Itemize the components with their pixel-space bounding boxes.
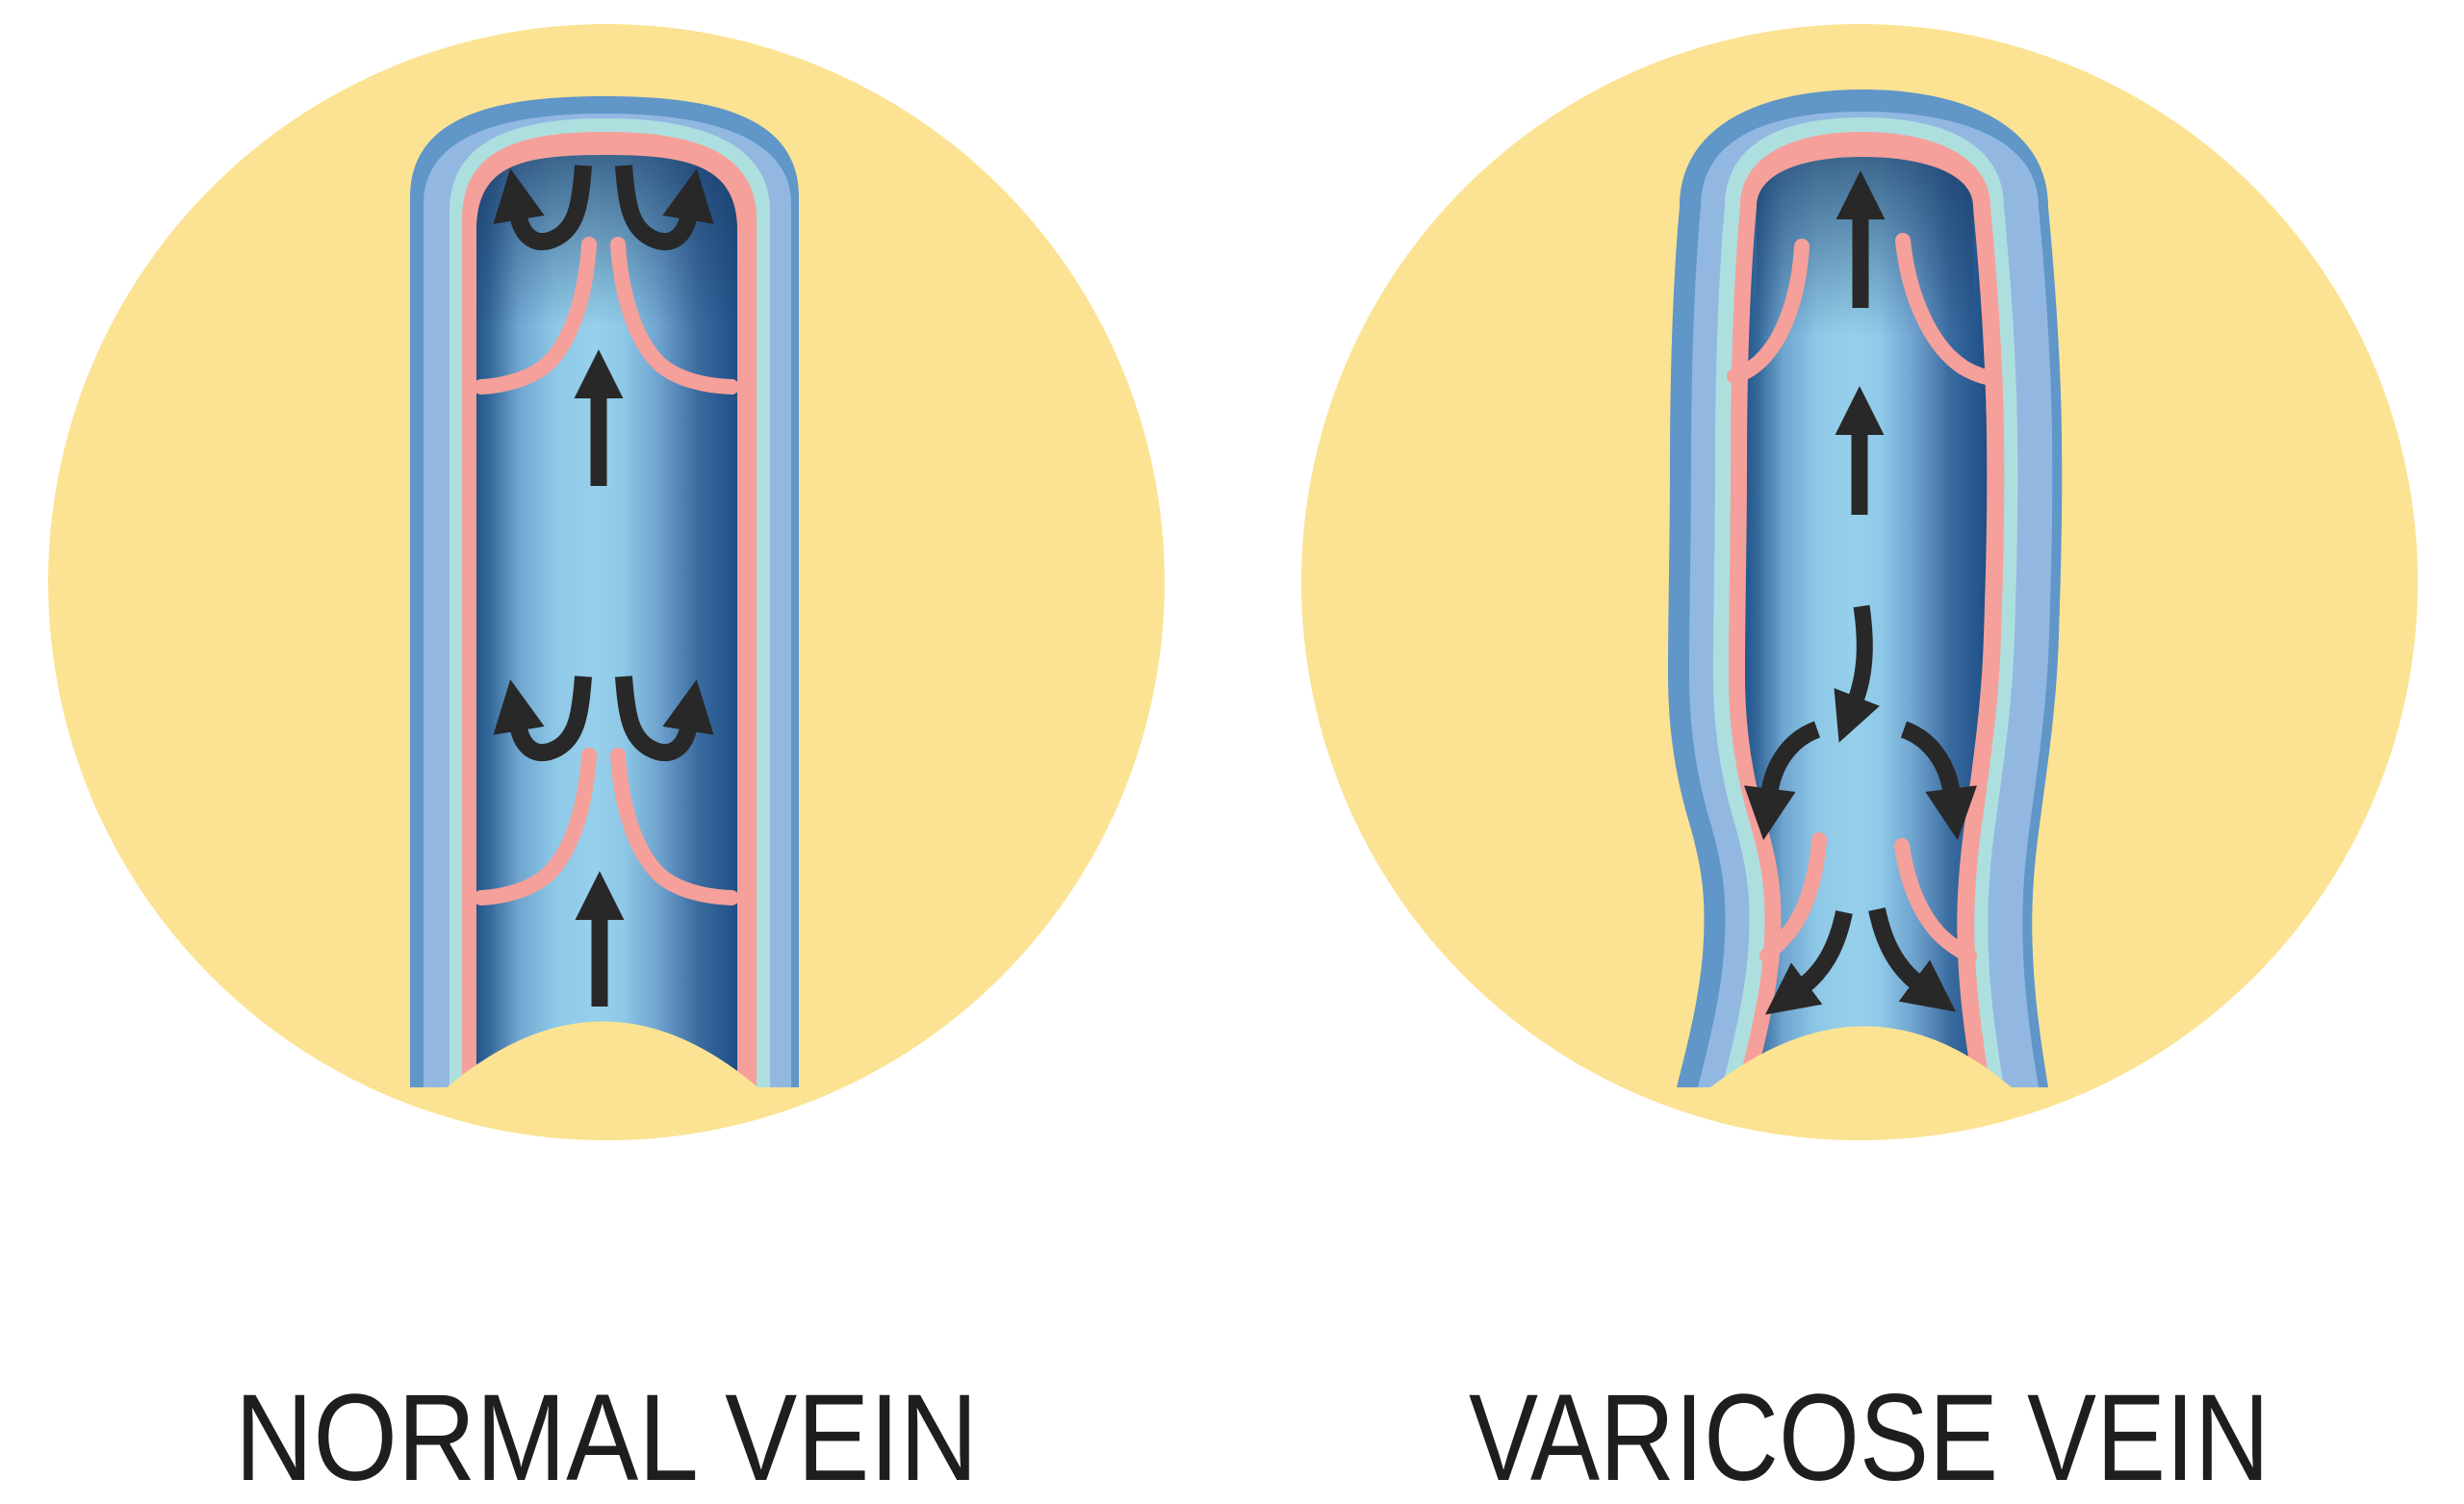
normal-vein-lumen xyxy=(476,155,737,1087)
normal-valve-1-left-flap xyxy=(474,237,597,395)
normal-valve-1-right-flap xyxy=(610,237,739,395)
normal-vein-panel xyxy=(48,24,1165,1140)
varicose-backflow-curl-lower-right xyxy=(1868,907,1957,1012)
normal-valve-2-right-flap xyxy=(610,748,739,905)
varicose-backflow-curl-upper-right xyxy=(1900,721,1977,841)
varicose-backflow-curl-lower-left xyxy=(1764,910,1853,1015)
varicose-valve-2-right-flap xyxy=(1894,838,1977,963)
normal-flow-swirl-arrow-mid-left xyxy=(493,676,592,762)
varicose-valve-1-right-flap xyxy=(1895,233,2000,386)
normal-valve-2-left-flap xyxy=(474,748,597,905)
varicose-valve-1-left-flap xyxy=(1727,239,1810,384)
varicose-vein-panel xyxy=(1301,24,2418,1140)
varicose-backflow-curl-upper-left xyxy=(1744,721,1821,841)
normal-flow-swirl-arrow-top-right xyxy=(615,165,714,251)
normal-flow-swirl-arrow-top-left xyxy=(493,165,592,251)
normal-vein-lumen-top-shadow xyxy=(476,155,737,322)
varicose-valve-2-left-flap xyxy=(1759,832,1827,963)
normal-flow-swirl-arrow-mid-right xyxy=(615,676,714,762)
varicose-vein-label: VARICOSE VEIN xyxy=(1469,1369,2270,1504)
normal-vein-label: NORMAL VEIN xyxy=(235,1369,978,1504)
varicose-backflow-down-arrow xyxy=(1834,604,1880,743)
